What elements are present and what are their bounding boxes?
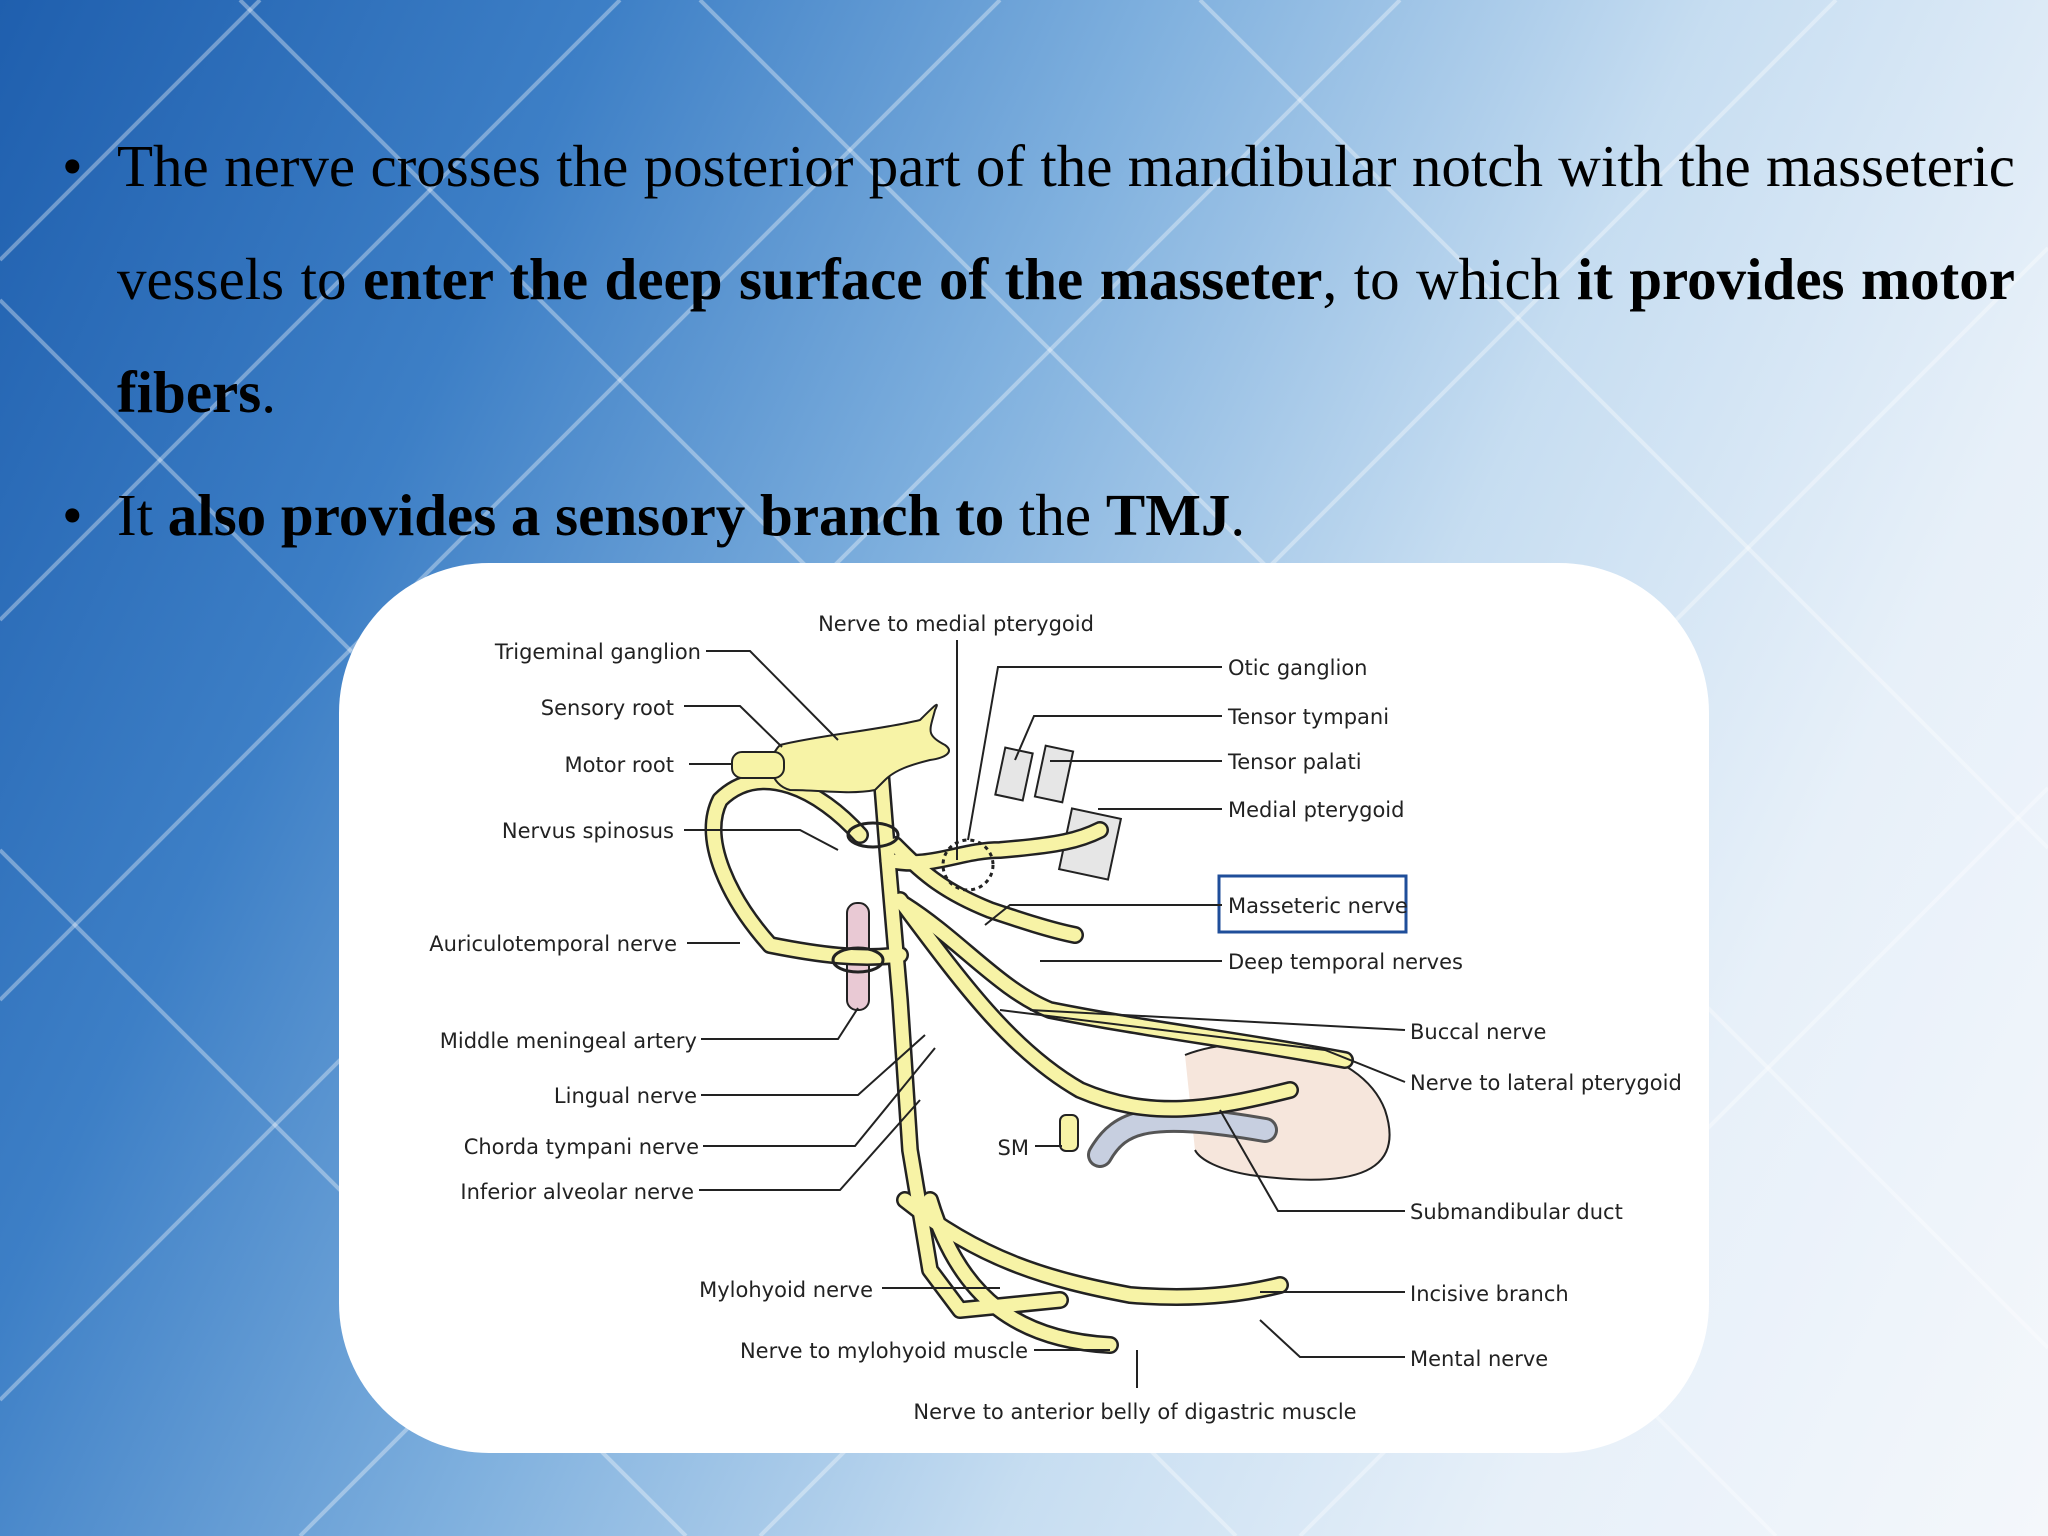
label-medial-pterygoid: Medial pterygoid xyxy=(1228,798,1404,822)
nerve-loop xyxy=(846,821,900,849)
nerve-pathways xyxy=(704,751,1354,1354)
text-segment: The nerve crosses the posterior part of … xyxy=(117,133,2015,312)
text-segment: the xyxy=(1004,482,1106,548)
muscle-blocks xyxy=(994,744,1123,881)
text-segment: , to which xyxy=(1322,246,1577,312)
mandibular-nerve-diagram: Trigeminal ganglion Sensory root Motor r… xyxy=(429,612,1682,1424)
label-nerve-to-medial-pterygoid: Nerve to medial pterygoid xyxy=(818,612,1094,636)
label-motor-root: Motor root xyxy=(565,753,674,777)
label-middle-meningeal-artery: Middle meningeal artery xyxy=(440,1029,697,1053)
bullet-dot: • xyxy=(62,482,83,548)
label-trigeminal-ganglion: Trigeminal ganglion xyxy=(494,640,701,664)
label-sensory-root: Sensory root xyxy=(541,696,674,720)
label-nerve-to-anterior-belly: Nerve to anterior belly of digastric mus… xyxy=(913,1400,1356,1424)
motor-root-shape xyxy=(731,751,785,779)
leader-lines xyxy=(684,640,1406,1388)
bold-text-segment: TMJ xyxy=(1105,482,1231,548)
label-nerve-to-mylohyoid-muscle: Nerve to mylohyoid muscle xyxy=(740,1339,1028,1363)
label-deep-temporal-nerves: Deep temporal nerves xyxy=(1228,950,1463,974)
text-segment: . xyxy=(261,359,276,425)
trigeminal-ganglion-shape xyxy=(770,703,950,794)
label-incisive-branch: Incisive branch xyxy=(1410,1282,1569,1306)
nerve-loop xyxy=(831,946,885,974)
bold-text-segment: also provides a sensory branch to xyxy=(167,482,1005,548)
sm-tube-shape xyxy=(1059,1114,1079,1152)
label-nerve-to-lateral-pterygoid: Nerve to lateral pterygoid xyxy=(1410,1071,1682,1095)
label-inferior-alveolar-nerve: Inferior alveolar nerve xyxy=(460,1180,694,1204)
text-segment: It xyxy=(117,482,168,548)
label-masseteric-nerve: Masseteric nerve xyxy=(1228,894,1408,918)
bullet-item-masseter: • The nerve crosses the posterior part of… xyxy=(62,110,2015,449)
label-otic-ganglion: Otic ganglion xyxy=(1228,656,1367,680)
label-sm: SM xyxy=(998,1136,1029,1160)
label-nervus-spinosus: Nervus spinosus xyxy=(502,819,674,843)
bullet-item-tmj: • It also provides a sensory branch to th… xyxy=(62,459,1962,572)
label-chorda-tympani-nerve: Chorda tympani nerve xyxy=(464,1135,699,1159)
label-lingual-nerve: Lingual nerve xyxy=(554,1084,697,1108)
bold-text-segment: enter the deep surface of the masseter xyxy=(362,246,1323,312)
label-submandibular-duct: Submandibular duct xyxy=(1410,1200,1623,1224)
label-auriculotemporal-nerve: Auriculotemporal nerve xyxy=(429,932,677,956)
text-segment: . xyxy=(1230,482,1246,548)
bullet-list: • The nerve crosses the posterior part of… xyxy=(62,110,2015,572)
label-tensor-palati: Tensor palati xyxy=(1227,750,1362,774)
bold-text-segment: it provides motor fibers xyxy=(117,246,2015,425)
label-tensor-tympani: Tensor tympani xyxy=(1227,705,1389,729)
otic-ganglion-shape xyxy=(941,838,995,892)
label-mylohyoid-nerve: Mylohyoid nerve xyxy=(699,1278,873,1302)
bullet-dot: • xyxy=(62,133,83,199)
label-mental-nerve: Mental nerve xyxy=(1410,1347,1548,1371)
label-buccal-nerve: Buccal nerve xyxy=(1410,1020,1546,1044)
